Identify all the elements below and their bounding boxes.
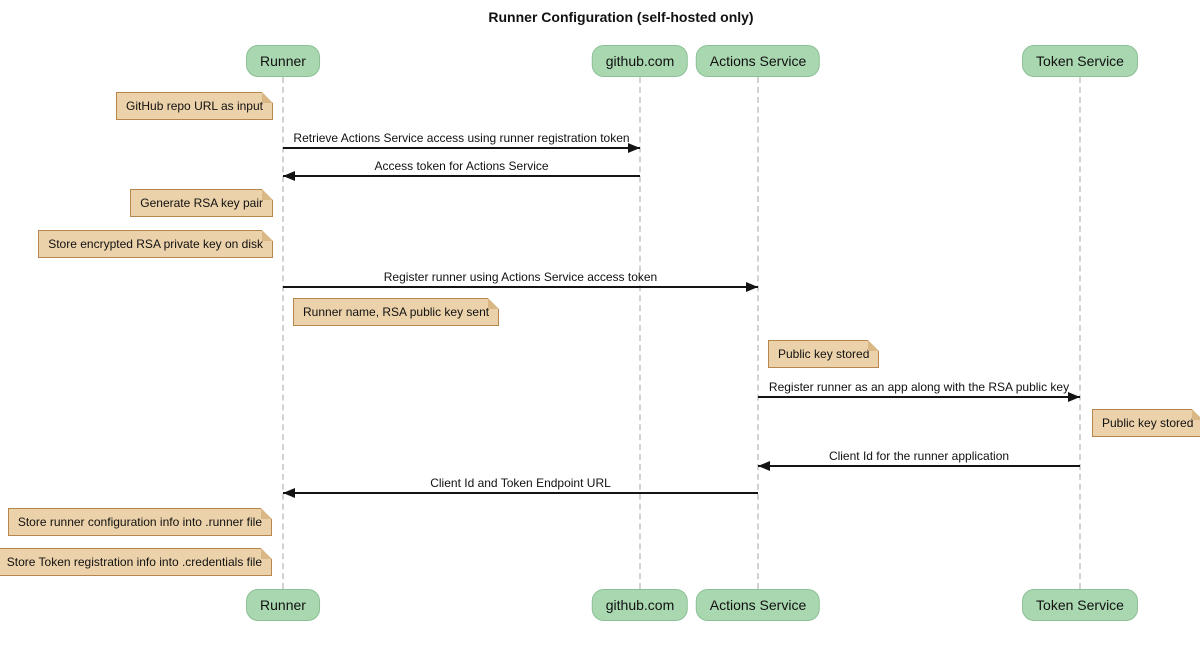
arrowhead-right-icon [1068,392,1080,402]
message-label: Retrieve Actions Service access using ru… [293,131,630,145]
participant-github-top: github.com [591,45,689,77]
message-label: Access token for Actions Service [374,159,549,173]
arrowhead-left-icon [283,171,295,181]
arrowhead-right-icon [746,282,758,292]
lifeline-runner [282,77,284,589]
lifeline-token-service [1079,77,1081,589]
arrowhead-left-icon [758,461,770,471]
note-public-key-stored-actions: Public key stored [768,340,880,368]
message-label: Register runner as an app along with the… [768,380,1070,394]
note-generate-rsa-key-pair: Generate RSA key pair [130,189,273,217]
message-label: Client Id for the runner application [828,449,1010,463]
participant-runner-top: Runner [246,45,320,77]
note-github-repo-url: GitHub repo URL as input [116,92,273,120]
participant-github-bottom: github.com [591,589,689,621]
message-label: Register runner using Actions Service ac… [383,270,658,284]
diagram-title: Runner Configuration (self-hosted only) [488,9,754,25]
message-register-runner: Register runner using Actions Service ac… [283,270,758,292]
lifeline-actions-service [757,77,759,589]
note-store-credentials-file: Store Token registration info into .cred… [0,548,273,576]
lifeline-github [639,77,641,589]
message-retrieve-actions-access: Retrieve Actions Service access using ru… [283,131,640,153]
participant-actions-service-top: Actions Service [695,45,821,77]
note-store-private-key: Store encrypted RSA private key on disk [38,230,273,258]
note-public-key-stored-token: Public key stored [1092,409,1200,437]
message-client-id-endpoint: Client Id and Token Endpoint URL [283,476,758,498]
participant-token-service-top: Token Service [1022,45,1138,77]
participant-token-service-bottom: Token Service [1022,589,1138,621]
arrowhead-left-icon [283,488,295,498]
message-access-token: Access token for Actions Service [283,159,640,181]
participant-actions-service-bottom: Actions Service [695,589,821,621]
message-register-app: Register runner as an app along with the… [758,380,1080,402]
note-runner-name-sent: Runner name, RSA public key sent [293,298,500,326]
message-client-id-response: Client Id for the runner application [758,449,1080,471]
message-label: Client Id and Token Endpoint URL [430,476,611,490]
participant-runner-bottom: Runner [246,589,320,621]
note-store-runner-file: Store runner configuration info into .ru… [7,508,273,536]
arrowhead-right-icon [628,143,640,153]
